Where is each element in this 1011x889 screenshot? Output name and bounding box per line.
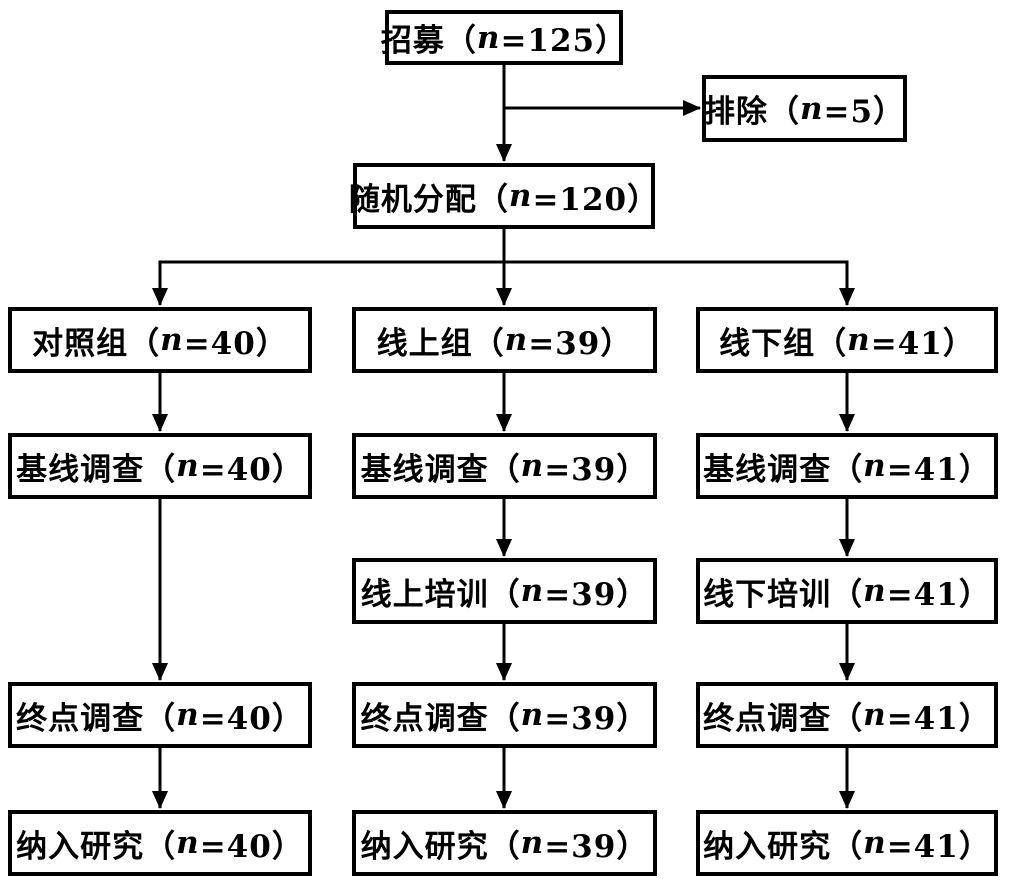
node-n-value: =39） — [544, 828, 649, 865]
node-offline-training: 线下培训（n=41） — [696, 558, 998, 624]
node-n-symbol: n — [520, 825, 545, 861]
node-n-value: =120） — [532, 181, 660, 218]
node-exclude: 排除（n=5） — [702, 75, 907, 142]
node-n-symbol: n — [520, 448, 545, 484]
node-n-value: =5） — [823, 94, 906, 130]
node-label-text: 纳入研究（ — [360, 828, 521, 865]
node-n-value: =41） — [886, 451, 991, 488]
node-label-text: 线上培训（ — [360, 576, 521, 613]
node-label-text: 基线调查（ — [703, 451, 864, 488]
node-control-group: 对照组（n=40） — [8, 307, 312, 373]
node-online-group: 线上组（n=39） — [352, 307, 657, 373]
node-n-symbol: n — [863, 448, 887, 484]
node-online-included: 纳入研究（n=39） — [352, 810, 657, 876]
node-n-symbol: n — [160, 322, 184, 358]
node-n-symbol: n — [176, 448, 200, 484]
node-label-text: 排除（ — [703, 94, 800, 130]
node-n-symbol: n — [799, 90, 824, 127]
node-n-value: =41） — [886, 828, 991, 865]
node-n-symbol: n — [476, 19, 501, 56]
node-n-symbol: n — [504, 322, 529, 358]
node-n-value: =40） — [183, 325, 288, 362]
node-online-training: 线上培训（n=39） — [352, 558, 657, 624]
node-n-value: =41） — [886, 576, 991, 613]
node-control-baseline: 基线调查（n=40） — [8, 433, 312, 499]
node-label-text: 线上组（ — [376, 325, 505, 362]
node-label-text: 对照组（ — [32, 325, 161, 362]
node-n-symbol: n — [520, 573, 545, 609]
node-n-symbol: n — [863, 697, 887, 733]
node-control-included: 纳入研究（n=40） — [8, 810, 312, 876]
node-n-value: =40） — [199, 451, 304, 488]
node-online-endpoint: 终点调查（n=39） — [352, 682, 657, 748]
node-n-value: =39） — [544, 451, 649, 488]
node-n-symbol: n — [520, 697, 545, 733]
node-label-text: 线下组（ — [719, 325, 848, 362]
node-label-text: 纳入研究（ — [703, 828, 864, 865]
node-n-symbol: n — [863, 825, 887, 861]
node-label-text: 基线调查（ — [16, 451, 177, 488]
node-offline-included: 纳入研究（n=41） — [696, 810, 998, 876]
node-randomize: 随机分配（n=120） — [349, 163, 658, 229]
node-label-text: 基线调查（ — [360, 451, 521, 488]
node-offline-group: 线下组（n=41） — [696, 307, 998, 373]
node-n-symbol: n — [863, 573, 887, 609]
node-n-value: =39） — [544, 576, 649, 613]
node-n-value: =40） — [199, 828, 304, 865]
node-label-text: 随机分配（ — [348, 181, 509, 218]
node-n-value: =41） — [886, 700, 991, 737]
node-n-symbol: n — [508, 178, 533, 214]
node-n-symbol: n — [847, 322, 871, 358]
node-offline-endpoint: 终点调查（n=41） — [696, 682, 998, 748]
node-offline-baseline: 基线调查（n=41） — [696, 433, 998, 499]
node-n-symbol: n — [176, 825, 200, 861]
node-n-value: =39） — [544, 700, 649, 737]
node-recruit: 招募（n=125） — [381, 10, 626, 65]
node-label-text: 纳入研究（ — [16, 828, 177, 865]
node-label-text: 终点调查（ — [360, 700, 521, 737]
node-online-baseline: 基线调查（n=39） — [352, 433, 657, 499]
node-n-value: =39） — [528, 325, 633, 362]
node-n-value: =40） — [199, 700, 304, 737]
node-n-symbol: n — [176, 697, 200, 733]
node-label-text: 招募（ — [380, 23, 477, 59]
node-control-endpoint: 终点调查（n=40） — [8, 682, 312, 748]
node-n-value: =41） — [870, 325, 975, 362]
node-label-text: 线下培训（ — [703, 576, 864, 613]
node-label-text: 终点调查（ — [16, 700, 177, 737]
node-label-text: 终点调查（ — [703, 700, 864, 737]
node-n-value: =125） — [500, 23, 628, 59]
